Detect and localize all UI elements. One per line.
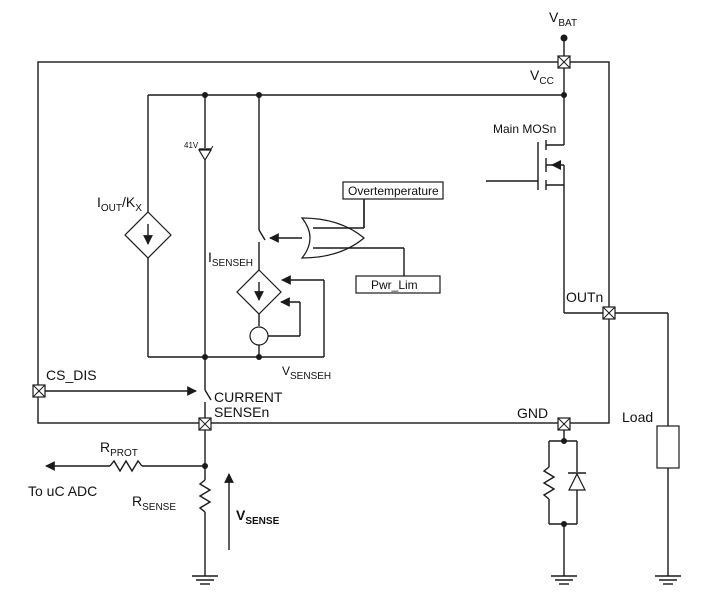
ground-sense xyxy=(192,575,218,585)
pwr-lim-box xyxy=(355,275,441,294)
vcc-pin: VCC xyxy=(530,55,571,87)
vbat-supply: VBAT xyxy=(549,9,577,56)
vbat-label: VBAT xyxy=(549,9,577,29)
cs-dis-pin xyxy=(32,384,46,398)
rsense-resistor xyxy=(198,479,212,513)
vsense-label: VSENSE xyxy=(236,507,280,527)
ground-load xyxy=(655,575,681,585)
ground-gnd xyxy=(551,575,577,585)
zener-label: 41V xyxy=(184,141,199,150)
vsenseh-source xyxy=(249,326,269,346)
outn-label: OUTn xyxy=(566,289,603,305)
to-adc-label: To uC ADC xyxy=(28,483,97,499)
or-gate xyxy=(300,217,365,259)
rprot-resistor xyxy=(109,459,143,473)
zener-diode xyxy=(197,145,214,162)
overtemp-box xyxy=(342,181,444,200)
overtemp-label: Overtemperature xyxy=(348,184,439,198)
cs-dis-label: CS_DIS xyxy=(46,367,97,383)
gnd-diode xyxy=(568,472,586,491)
pwr-lim-label: Pwr_Lim xyxy=(371,278,418,292)
cs-dis-switch xyxy=(204,389,212,401)
iout-label: IOUT/KX xyxy=(97,194,142,214)
rsense-label: RSENSE xyxy=(132,493,176,513)
chip-outline xyxy=(37,61,610,424)
vcc-label: VCC xyxy=(530,67,554,87)
rprot-label: RPROT xyxy=(100,439,138,459)
gnd-resistor xyxy=(542,466,556,500)
current-sense-label-2: SENSEn xyxy=(214,404,269,420)
main-mos-label: Main MOSn xyxy=(493,122,556,136)
current-sense-label-1: CURRENT xyxy=(214,389,283,405)
main-mosfet: Main MOSn xyxy=(486,122,565,190)
isenseh-label: ISENSEH xyxy=(208,249,253,269)
isenseh-current-source xyxy=(236,269,282,315)
current-sense-pin xyxy=(198,417,212,431)
iout-current-source xyxy=(124,211,172,259)
outn-pin xyxy=(602,306,616,320)
load-label: Load xyxy=(622,409,653,425)
gnd-label: GND xyxy=(517,405,548,421)
load-resistor xyxy=(656,425,680,469)
gnd-pin xyxy=(557,417,571,431)
isenseh-switch xyxy=(258,229,266,241)
vsenseh-label: VSENSEH xyxy=(282,364,331,382)
